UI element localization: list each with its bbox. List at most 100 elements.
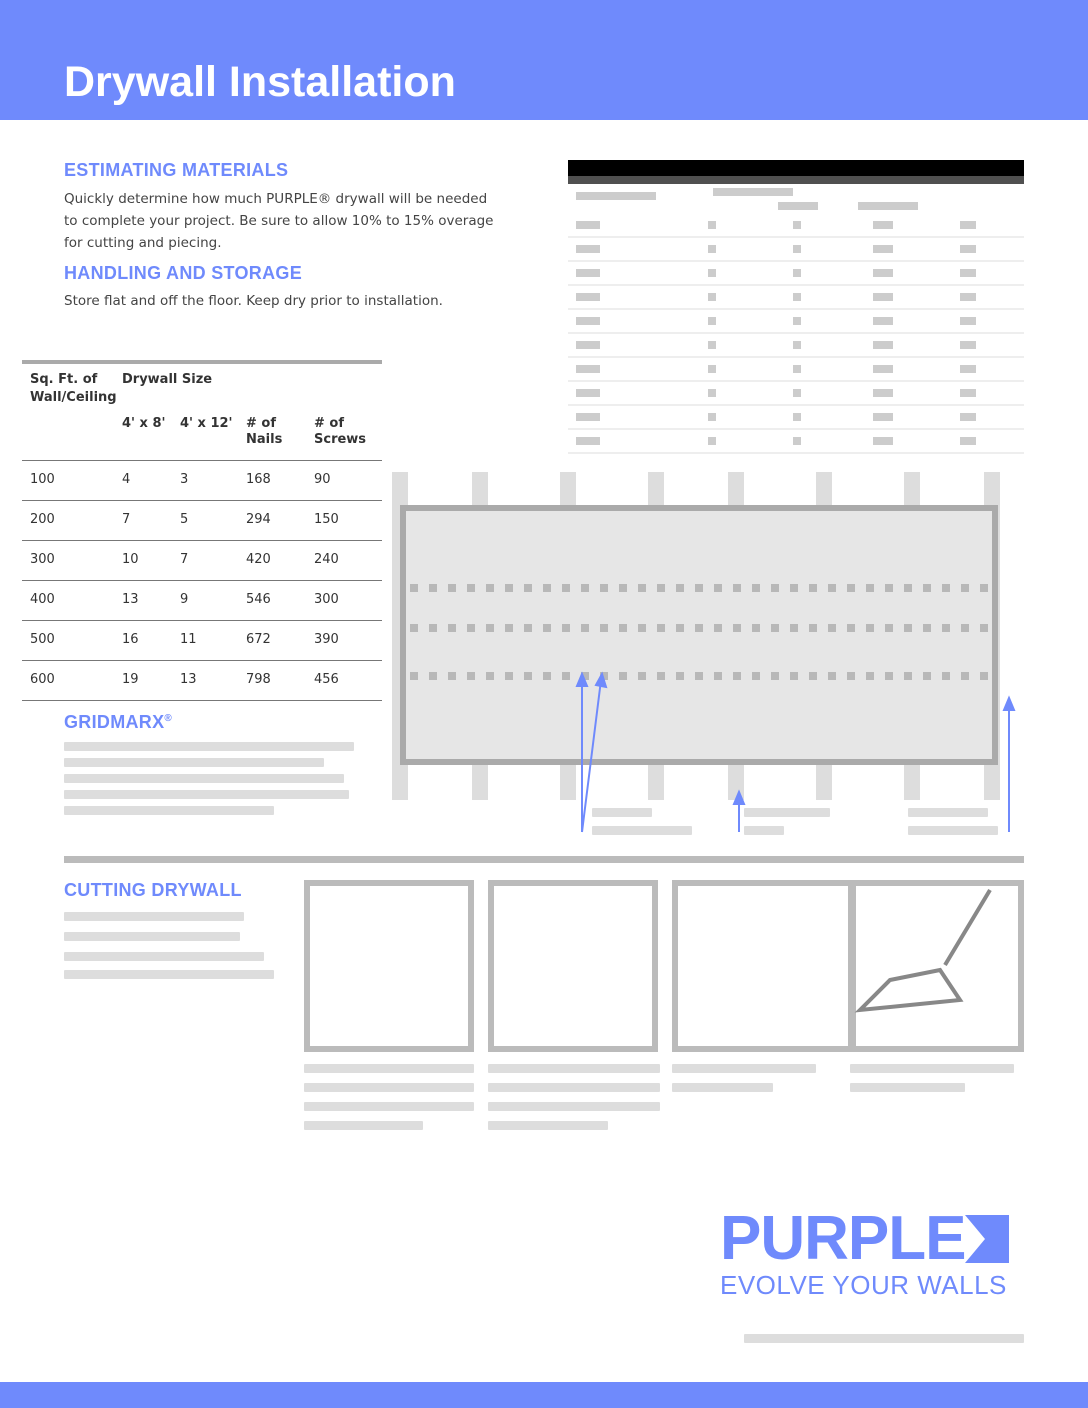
table-cell: 5 (180, 512, 189, 527)
arrow-icon (965, 1215, 1010, 1263)
blurred-footer-text (744, 1334, 1024, 1343)
heading-cutting: CUTTING DRYWALL (64, 880, 242, 900)
blurred-caption (488, 1064, 660, 1073)
table-cell: 300 (30, 552, 55, 567)
spec-row (568, 358, 1024, 382)
table-cell: 13 (180, 672, 197, 687)
table-cell: 672 (246, 632, 271, 647)
table-cell: 294 (246, 512, 271, 527)
table-cell: 7 (180, 552, 189, 567)
spec-row (568, 382, 1024, 406)
blurred-label (908, 808, 988, 817)
table-subheader-bar (568, 176, 1024, 184)
cutting-step-image-2 (488, 880, 658, 1052)
table-cell: 90 (314, 472, 331, 487)
blurred-text (64, 952, 264, 961)
table-cell: 4 (122, 472, 131, 487)
blurred-text (64, 790, 349, 799)
gridmarx-diagram (400, 505, 998, 765)
blurred-text (64, 774, 344, 783)
gridmarx-line (410, 584, 990, 592)
purple-logo: PURPLE EVOLVE YOUR WALLS (720, 1204, 1010, 1301)
page-title: Drywall Installation (64, 58, 456, 106)
blurred-caption (488, 1102, 660, 1111)
table-cell: 200 (30, 512, 55, 527)
table-cell: 240 (314, 552, 339, 567)
spec-row (568, 430, 1024, 454)
blurred-label (744, 826, 784, 835)
blurred-text (64, 970, 274, 979)
table-cell: 7 (122, 512, 131, 527)
heading-estimating: ESTIMATING MATERIALS (64, 160, 289, 180)
blurred-caption (304, 1083, 474, 1092)
table-column-headers (568, 184, 1024, 214)
table-cell: 150 (314, 512, 339, 527)
estimate-paragraph: Quickly determine how much PURPLE® drywa… (64, 191, 494, 251)
section-divider (64, 856, 1024, 863)
table-row: 100 4 3 168 90 (22, 460, 382, 501)
footer-bar (0, 1382, 1088, 1408)
blurred-label (744, 808, 830, 817)
cutting-step-image-1 (304, 880, 474, 1052)
table-cell: 13 (122, 592, 139, 607)
blurred-text (64, 932, 240, 941)
blurred-text (64, 806, 274, 815)
gridmarx-line (410, 672, 990, 680)
col-header-sqft: Sq. Ft. of (30, 372, 98, 387)
blurred-caption (850, 1083, 965, 1092)
blurred-caption (488, 1083, 660, 1092)
heading-handling: HANDLING AND STORAGE (64, 263, 303, 283)
table-cell: 19 (122, 672, 139, 687)
table-cell: 9 (180, 592, 189, 607)
table-cell: 600 (30, 672, 55, 687)
table-cell: 798 (246, 672, 271, 687)
blurred-caption (672, 1083, 773, 1092)
registered-mark: ® (164, 713, 173, 724)
table-cell: 456 (314, 672, 339, 687)
header-bar (0, 0, 1088, 120)
heading-gridmarx: GRIDMARX® (64, 712, 172, 733)
col-header-4x8: 4' x 8' (122, 416, 166, 431)
blurred-caption (304, 1102, 474, 1111)
header-rule (22, 360, 382, 461)
table-header-bar (568, 160, 1024, 176)
cutting-step-image-4 (850, 880, 1024, 1052)
blurred-label (908, 826, 998, 835)
spec-row (568, 214, 1024, 238)
spec-row (568, 286, 1024, 310)
gridmarx-label: GRIDMARX (64, 712, 165, 732)
spec-row (568, 262, 1024, 286)
table-cell: 16 (122, 632, 139, 647)
blurred-text (64, 758, 324, 767)
col-header-sqft2: Wall/Ceiling (30, 390, 117, 405)
table-row: 300 10 7 420 240 (22, 540, 382, 581)
table-cell: 168 (246, 472, 271, 487)
logo-wordmark: PURPLE (720, 1204, 1010, 1273)
diagram-arrows (575, 671, 1016, 833)
spec-row (568, 238, 1024, 262)
col-header-nails: # of Nails (246, 416, 283, 447)
table-cell: 100 (30, 472, 55, 487)
blurred-label (592, 826, 692, 835)
specification-table (568, 160, 1024, 454)
knife-sketch (854, 888, 992, 1013)
blurred-label (592, 808, 652, 817)
table-top-rule (22, 360, 382, 364)
col-header-screws: # of Screws (314, 416, 367, 447)
blurred-caption (488, 1121, 609, 1130)
table-cell: 420 (246, 552, 271, 567)
table-cell: 3 (180, 472, 189, 487)
table-row: 200 7 5 294 150 (22, 500, 382, 541)
table-row: 600 19 13 798 456 (22, 660, 382, 701)
table-cell: 10 (122, 552, 139, 567)
blurred-caption (304, 1121, 423, 1130)
spec-row (568, 334, 1024, 358)
spec-row (568, 406, 1024, 430)
logo-brand: PURPLE (720, 1204, 966, 1273)
blurred-text (64, 742, 354, 751)
table-cell: 300 (314, 592, 339, 607)
storage-paragraph: Store flat and off the floor. Keep dry p… (64, 293, 443, 309)
blurred-text (64, 912, 244, 921)
